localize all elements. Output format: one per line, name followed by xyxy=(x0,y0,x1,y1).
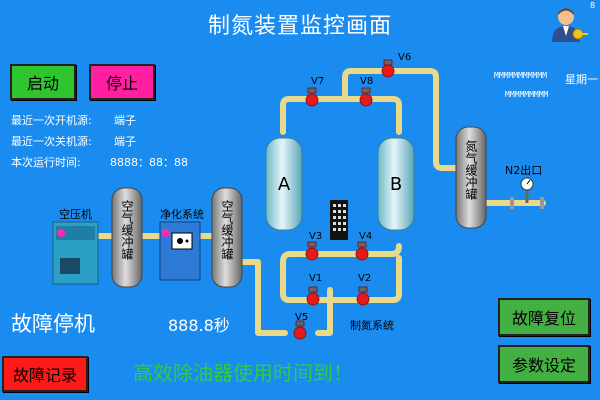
purification-system-label: 净化系统 xyxy=(160,208,204,221)
control-panel-icon xyxy=(330,200,348,240)
alarm-message: 高效除油器使用时间到！ xyxy=(133,361,353,385)
valve-label-v6: V6 xyxy=(398,52,411,63)
nitrogen-buffer-tank xyxy=(455,126,487,229)
last-stop-label: 最近一次关机源: xyxy=(11,135,92,148)
tower-a: A xyxy=(265,137,303,231)
air-buffer-tank-2-label: 空气缓冲罐 xyxy=(220,200,234,260)
last-start-label: 最近一次开机源: xyxy=(11,114,92,127)
page-title: 制氮装置监控画面 xyxy=(207,14,392,39)
last-start-value: 端子 xyxy=(114,114,136,127)
air-compressor xyxy=(52,221,99,285)
valve-label-v4: V4 xyxy=(359,231,372,242)
fault-log-button[interactable]: 故障记录 xyxy=(2,356,88,392)
last-stop-value: 端子 xyxy=(114,135,136,148)
corner-mark: 8 xyxy=(590,1,596,10)
countdown-display: 888.8秒 xyxy=(168,316,230,335)
param-settings-button[interactable]: 参数设定 xyxy=(498,345,590,383)
valve-label-v2: V2 xyxy=(358,273,371,284)
date-display: MMMMMMMMMMM xyxy=(494,71,547,80)
air-buffer-tank-1-label: 空气缓冲罐 xyxy=(120,200,134,260)
valve-v6 xyxy=(381,59,395,78)
air-compressor-label: 空压机 xyxy=(59,208,92,221)
valve-label-v3: V3 xyxy=(309,231,322,242)
tower-b-label: B xyxy=(390,174,402,195)
valve-v1 xyxy=(306,286,320,306)
stop-button[interactable]: 停止 xyxy=(89,64,155,100)
start-button[interactable]: 启动 xyxy=(10,64,76,100)
valve-label-v1: V1 xyxy=(309,273,322,284)
runtime-label: 本次运行时间: xyxy=(11,156,81,169)
user-avatar-icon[interactable] xyxy=(548,6,588,44)
pressure-gauge-icon xyxy=(510,177,544,209)
nitrogen-outlet-label: N2出口 xyxy=(505,164,543,177)
valve-label-v5: V5 xyxy=(295,312,308,323)
pipe-network xyxy=(95,68,546,336)
runtime-value: 8888：88：88 xyxy=(110,156,188,169)
purification-system xyxy=(159,221,201,281)
valve-v7 xyxy=(305,87,319,107)
valve-label-v8: V8 xyxy=(360,76,373,87)
valves xyxy=(293,59,395,340)
nitrogen-system-label: 制氮系统 xyxy=(350,319,394,332)
nitrogen-buffer-tank-label: 氮气缓冲罐 xyxy=(464,140,478,200)
tower-a-label: A xyxy=(278,174,291,195)
tower-b: B xyxy=(377,137,415,231)
air-buffer-tank-1 xyxy=(111,187,143,288)
fault-reset-button[interactable]: 故障复位 xyxy=(498,298,590,336)
valve-v3 xyxy=(305,241,319,261)
time-display: MMMMMMMMM xyxy=(505,90,549,99)
valve-v5 xyxy=(293,320,307,340)
air-buffer-tank-2 xyxy=(211,187,243,288)
weekday-display: 星期一 xyxy=(565,73,598,86)
valve-label-v7: V7 xyxy=(311,76,324,87)
valve-v8 xyxy=(359,87,373,107)
fault-stop-indicator: 故障停机 xyxy=(11,312,95,336)
valve-v2 xyxy=(356,286,370,306)
valve-v4 xyxy=(355,241,369,261)
